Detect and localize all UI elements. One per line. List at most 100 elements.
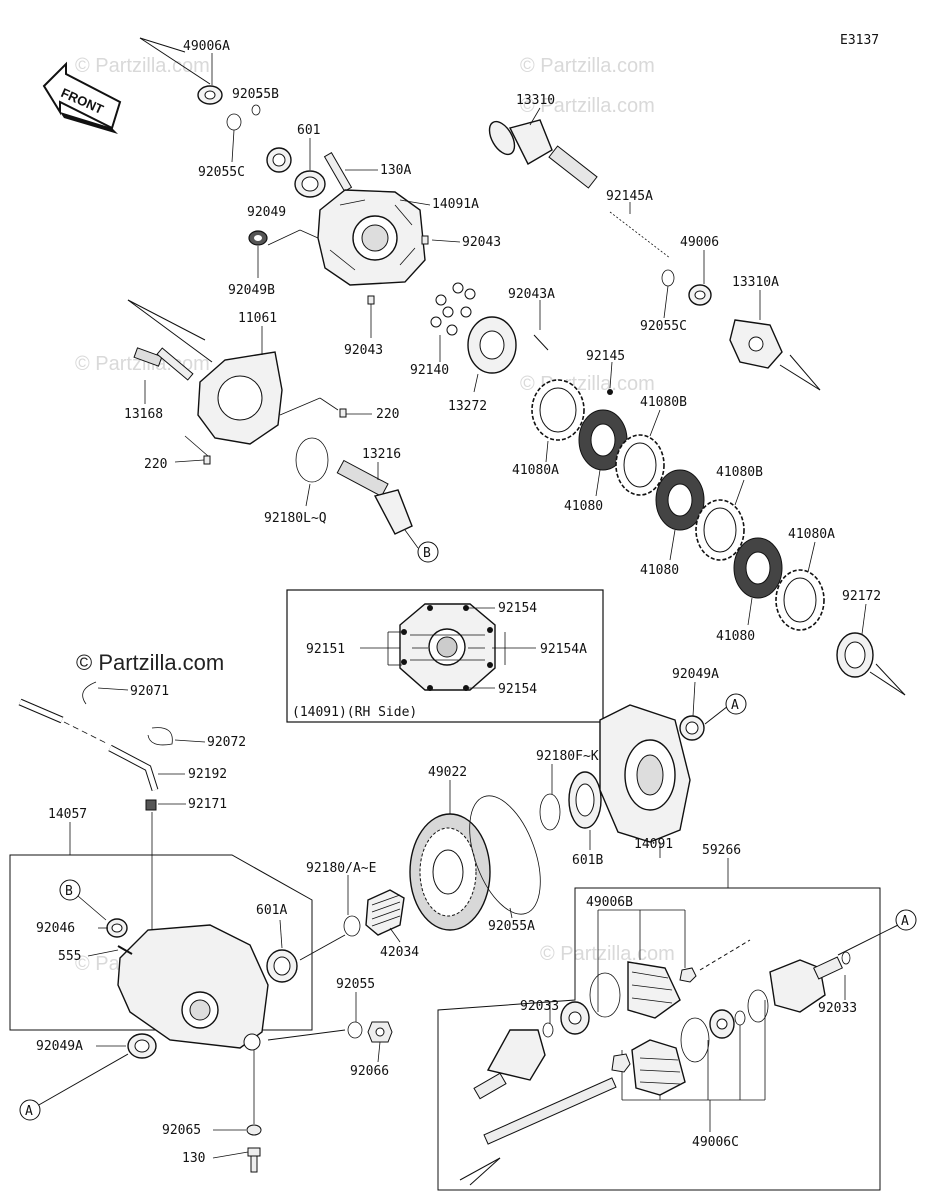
- axle-shaft: [483, 1077, 617, 1145]
- label-92154: 92154: [498, 682, 537, 697]
- label-92145A: 92145A: [606, 189, 653, 204]
- cage-right: [709, 1009, 735, 1039]
- label-41080: 41080: [564, 499, 603, 514]
- tube-92192: [18, 698, 159, 792]
- label-92055B: 92055B: [232, 87, 279, 102]
- watermark: © Partzilla.com: [75, 55, 210, 77]
- seal-92172: [836, 632, 874, 678]
- plate-41080-1: [578, 409, 628, 471]
- bearing-601A: [266, 949, 298, 983]
- inset-caption: (14091)(RH Side): [292, 705, 417, 720]
- nut-92066: [367, 1021, 393, 1043]
- plate-41080B-2: [695, 499, 745, 561]
- label-59266: 59266: [702, 843, 741, 858]
- inset-rh-side: (14091)(RH Side): [286, 589, 604, 723]
- label-49022: 49022: [428, 765, 467, 780]
- label-49006: 49006: [680, 235, 719, 250]
- part-labels: 49006A 92055B 92055C 601 130A 92049 1409…: [36, 39, 881, 1166]
- label-92180L-Q: 92180L~Q: [264, 511, 327, 526]
- diagram-code: E3137: [840, 33, 879, 48]
- label-92192: 92192: [188, 767, 227, 782]
- label-11061: 11061: [238, 311, 277, 326]
- label-92180F-K: 92180F~K: [536, 749, 599, 764]
- box-59266: [437, 858, 881, 1191]
- label-92043: 92043: [462, 235, 501, 250]
- joint-outer: [769, 956, 843, 1013]
- label-92043A: 92043A: [508, 287, 555, 302]
- plate-41080B-1: [615, 434, 665, 496]
- ringgear-49022: [409, 813, 491, 931]
- label-41080A: 41080A: [512, 463, 559, 478]
- label-92071: 92071: [130, 684, 169, 699]
- label-92180-A-E: 92180/A~E: [306, 861, 376, 876]
- label-14091: 14091: [634, 837, 673, 852]
- label-92055: 92055: [336, 977, 375, 992]
- label-220: 220: [144, 457, 167, 472]
- label-130A: 130A: [380, 163, 411, 178]
- label-92072: 92072: [207, 735, 246, 750]
- label-92049: 92049: [247, 205, 286, 220]
- label-92049A: 92049A: [36, 1039, 83, 1054]
- seal-92049A: [127, 1033, 157, 1059]
- watermark-main: © Partzilla.com: [76, 650, 224, 675]
- label-92065: 92065: [162, 1123, 201, 1138]
- label-42034: 42034: [380, 945, 419, 960]
- label-13272: 13272: [448, 399, 487, 414]
- label-130: 130: [182, 1151, 205, 1166]
- cover-14091A: [317, 189, 426, 286]
- bolt-130: [247, 1147, 261, 1173]
- cage-left: [560, 1001, 590, 1035]
- seal-49006A: [197, 85, 223, 105]
- label-13216: 13216: [362, 447, 401, 462]
- label-92066: 92066: [350, 1064, 389, 1079]
- label-13310: 13310: [516, 93, 555, 108]
- ring-92046: [106, 918, 128, 938]
- seal-92049A-rh: [679, 715, 705, 741]
- watermark: © Partzilla.com: [520, 55, 655, 77]
- label-41080: 41080: [640, 563, 679, 578]
- watermark: © Partzilla.com: [540, 943, 675, 965]
- label-14091A: 14091A: [432, 197, 479, 212]
- boot-right: [631, 1039, 686, 1096]
- label-92172: 92172: [842, 589, 881, 604]
- label-92033: 92033: [520, 999, 559, 1014]
- cam-13272: [467, 316, 517, 374]
- cover-14091: [599, 704, 691, 843]
- callout-b: B: [423, 546, 431, 561]
- label-92046: 92046: [36, 921, 75, 936]
- callout-a: A: [25, 1104, 33, 1119]
- driveshaft-13310: [488, 119, 598, 189]
- label-92055C: 92055C: [640, 319, 687, 334]
- seal-92049: [266, 147, 292, 173]
- label-92043: 92043: [344, 343, 383, 358]
- watermark: © Partzilla.com: [520, 95, 655, 117]
- plate-41080A-1: [531, 379, 585, 441]
- gasket-11061: [197, 351, 283, 445]
- label-13168: 13168: [124, 407, 163, 422]
- joint-13310A: [729, 319, 783, 369]
- box-14057: [9, 812, 313, 1051]
- balls-92140: [430, 282, 476, 336]
- label-49006A: 49006A: [183, 39, 230, 54]
- label-92033: 92033: [818, 1001, 857, 1016]
- label-92145: 92145: [586, 349, 625, 364]
- bearing-601: [294, 170, 326, 198]
- label-49006C: 49006C: [692, 1135, 739, 1150]
- label-601B: 601B: [572, 853, 603, 868]
- label-92055A: 92055A: [488, 919, 535, 934]
- label-92049A: 92049A: [672, 667, 719, 682]
- label-13310A: 13310A: [732, 275, 779, 290]
- bolt-130A: [323, 151, 353, 193]
- joint-inner: [473, 1029, 546, 1100]
- shaft-13168: [133, 347, 194, 381]
- plate-41080-2: [655, 469, 705, 531]
- label-220: 220: [376, 407, 399, 422]
- label-92049B: 92049B: [228, 283, 275, 298]
- bearing-601B: [568, 771, 602, 829]
- label-92154A: 92154A: [540, 642, 587, 657]
- label-92140: 92140: [410, 363, 449, 378]
- plate-41080-3: [733, 537, 783, 599]
- label-41080B: 41080B: [640, 395, 687, 410]
- label-601A: 601A: [256, 903, 287, 918]
- callout-b: B: [65, 884, 73, 899]
